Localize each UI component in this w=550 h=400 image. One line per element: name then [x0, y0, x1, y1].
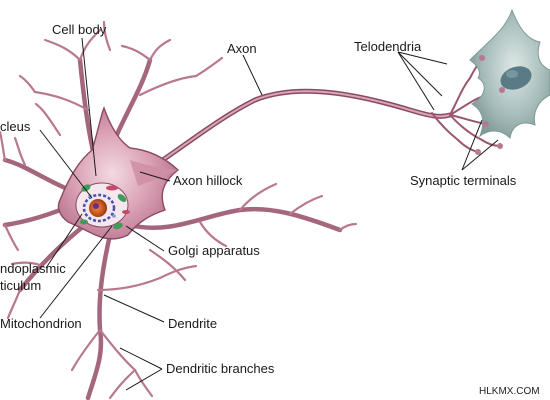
endoplasmic-reticulum [82, 193, 116, 223]
label-axon-hillock: Axon hillock [173, 173, 243, 188]
label-dendritic-branches: Dendritic branches [166, 361, 275, 376]
label-dendrite: Dendrite [168, 316, 218, 331]
mitochondrion [113, 222, 123, 230]
synaptic-terminals [475, 55, 505, 155]
label-mitochondrion: Mitochondrion [0, 316, 82, 331]
label-golgi-apparatus: Golgi apparatus [168, 243, 260, 258]
leader-lines [39, 37, 499, 391]
label-cell-body: Cell body [52, 22, 107, 37]
label-telodendria: Telodendria [354, 39, 422, 54]
label-endoplasmic-reticulum-line1: ndoplasmic [0, 261, 66, 276]
target-cell [469, 8, 550, 140]
golgi-apparatus [106, 185, 118, 191]
telodendria [431, 57, 503, 153]
label-axon: Axon [227, 41, 257, 56]
label-endoplasmic-reticulum-line2: ticulum [0, 278, 42, 293]
watermark: HLKMX.COM [479, 386, 540, 397]
label-nucleus: cleus [0, 119, 31, 134]
dendrites [0, 20, 358, 400]
label-synaptic-terminals: Synaptic terminals [410, 173, 517, 188]
axon [137, 88, 453, 178]
